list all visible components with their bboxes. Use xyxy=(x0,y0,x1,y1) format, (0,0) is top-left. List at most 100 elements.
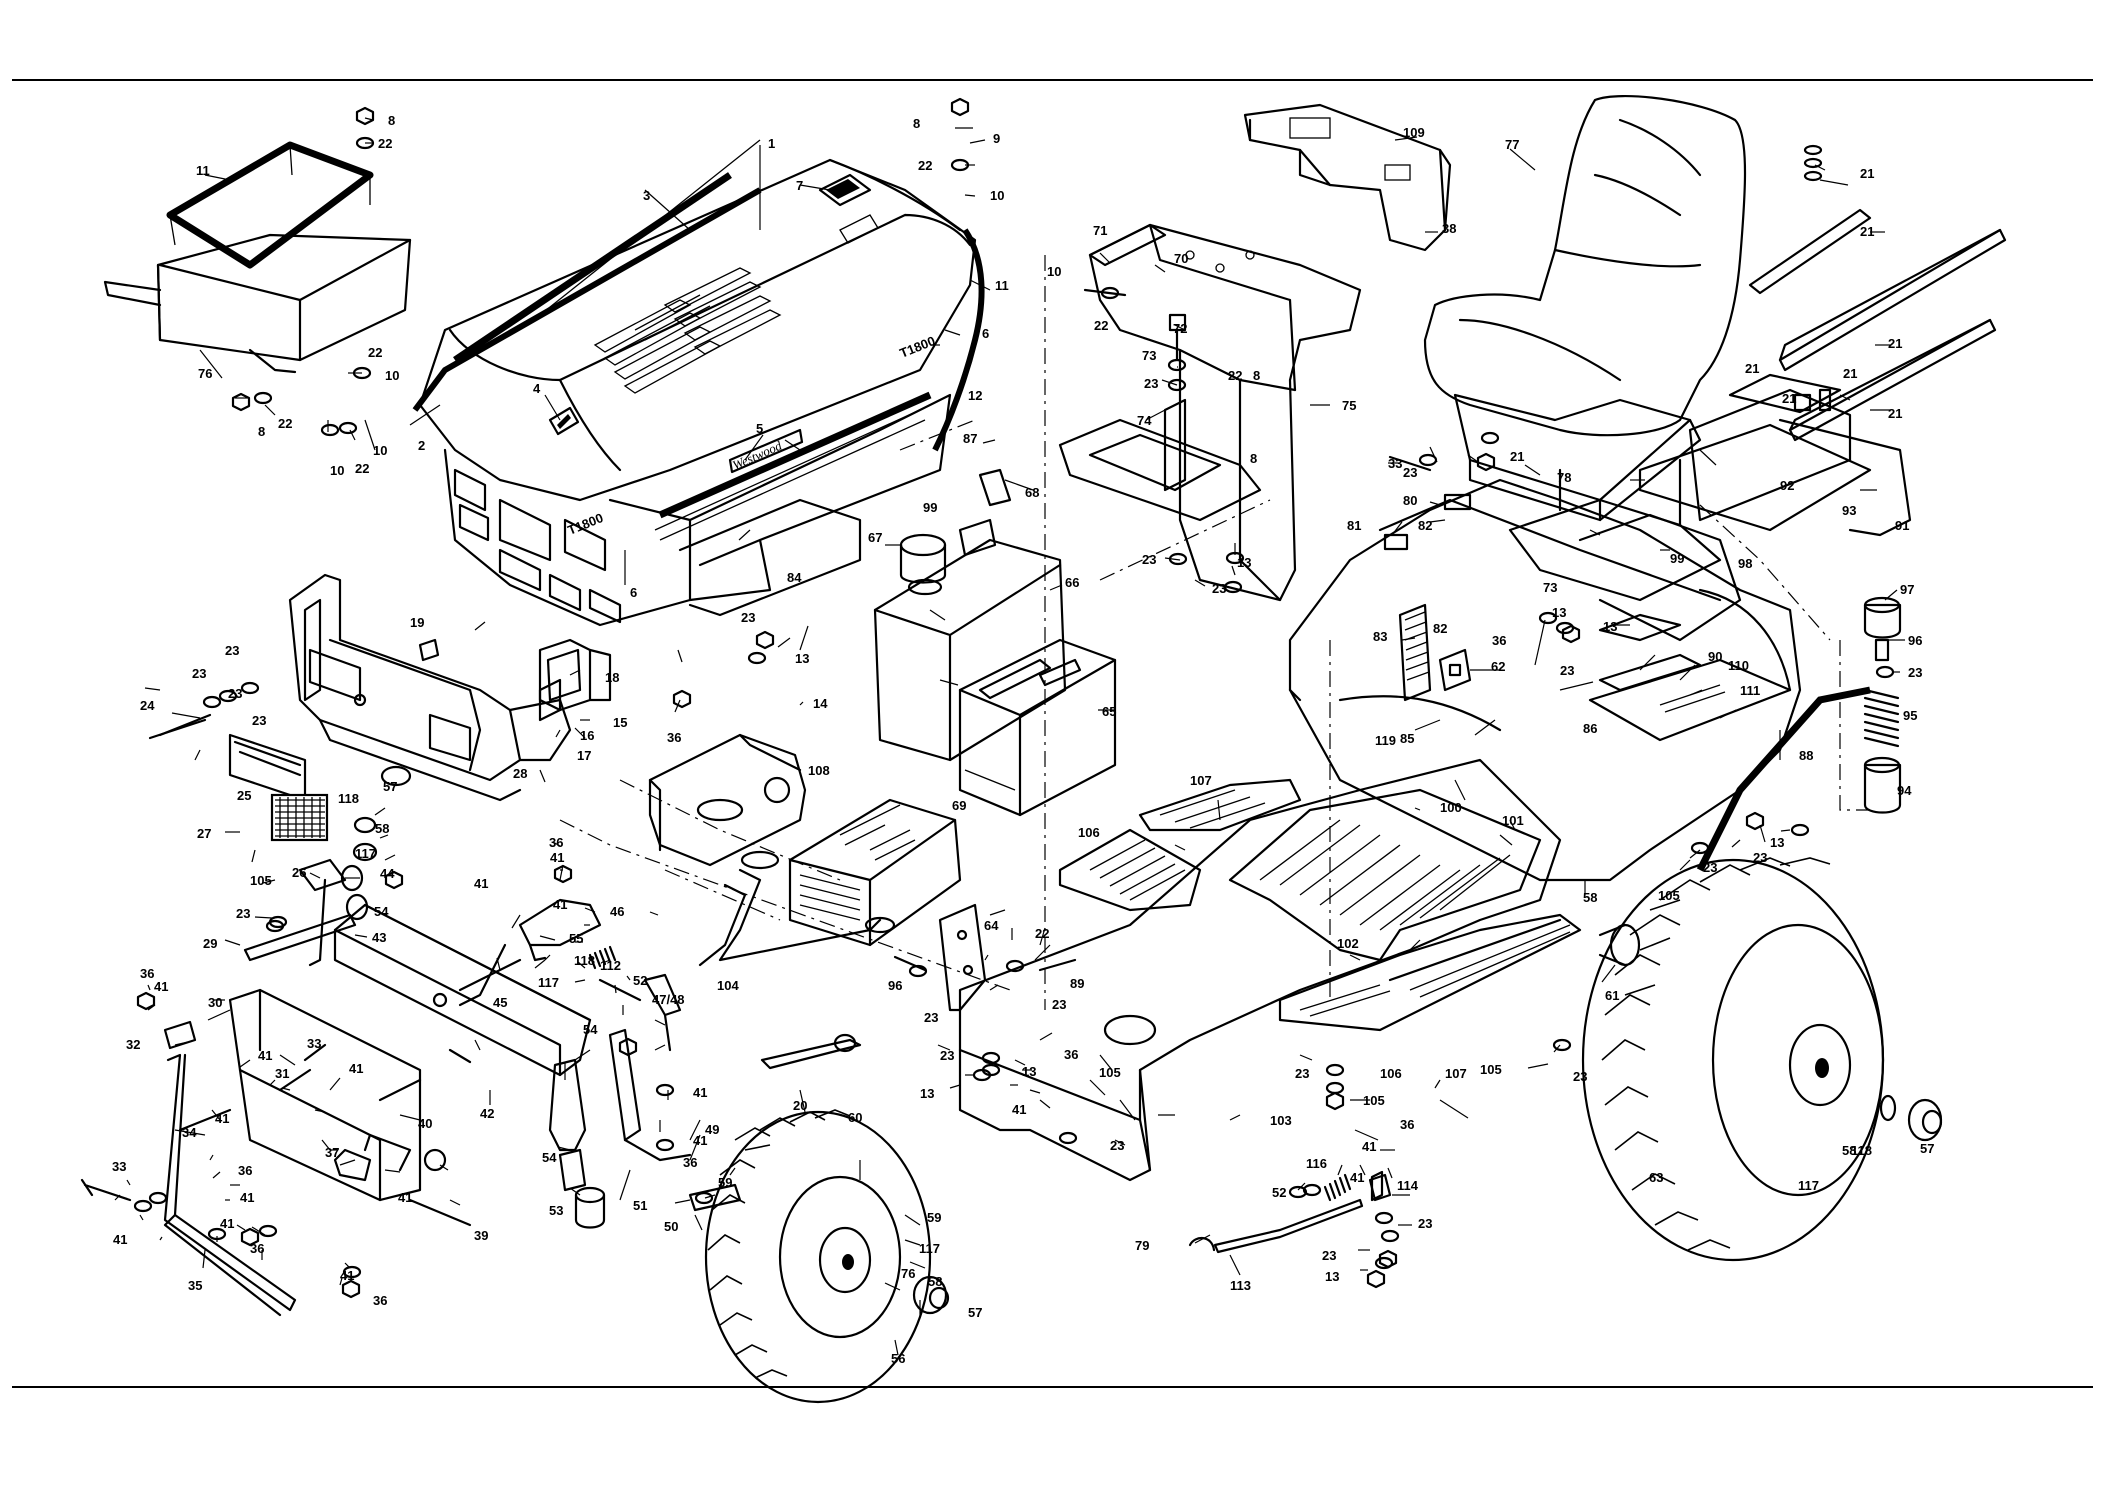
part-number: 23 xyxy=(1212,581,1226,596)
part-number: 33 xyxy=(1388,456,1402,471)
part-number: 82 xyxy=(1418,518,1432,533)
part-number: 96 xyxy=(1908,633,1922,648)
part-number: 26 xyxy=(292,865,306,880)
part-number: 59 xyxy=(718,1175,732,1190)
part-number: 96 xyxy=(888,978,902,993)
seat-assembly xyxy=(1423,95,1747,522)
seat-rail-assembly xyxy=(1638,144,2007,537)
part-number: 22 xyxy=(1035,926,1049,941)
part-number: 23 xyxy=(1703,860,1717,875)
part-number: 67 xyxy=(868,530,882,545)
part-number: 105 xyxy=(1480,1062,1502,1077)
part-number: 88 xyxy=(1799,748,1813,763)
part-number: 21 xyxy=(1745,361,1759,376)
hardware xyxy=(133,97,1943,1315)
part-number: 13 xyxy=(1237,555,1251,570)
part-number: 118 xyxy=(338,791,359,806)
part-number: 41 xyxy=(1012,1102,1026,1117)
part-number: 22 xyxy=(368,345,382,360)
hopper-assembly xyxy=(103,141,412,374)
rear-spring-assembly xyxy=(1863,596,1902,814)
part-number: 14 xyxy=(813,696,828,711)
part-number: 23 xyxy=(1295,1066,1309,1081)
part-number: 1 xyxy=(768,136,775,151)
part-number: 11 xyxy=(196,163,210,178)
part-number: 73 xyxy=(1543,580,1557,595)
part-number: 36 xyxy=(1400,1117,1414,1132)
part-number: 31 xyxy=(275,1066,289,1081)
part-number: 72 xyxy=(1173,321,1187,336)
part-number: 20 xyxy=(793,1098,807,1113)
part-number: 59 xyxy=(927,1210,941,1225)
part-number: 112 xyxy=(600,958,621,973)
part-number: 43 xyxy=(372,930,386,945)
part-number: 116 xyxy=(1306,1156,1327,1171)
part-number: 40 xyxy=(418,1116,432,1131)
part-number: 41 xyxy=(693,1133,707,1148)
part-number: 23 xyxy=(1573,1069,1587,1084)
part-number: 52 xyxy=(1272,1185,1286,1200)
part-number: 23 xyxy=(252,713,266,728)
part-number: 80 xyxy=(1403,493,1417,508)
part-number: 28 xyxy=(513,766,527,781)
part-number: 49 xyxy=(705,1122,719,1137)
part-number: 75 xyxy=(1342,398,1356,413)
part-number: 114 xyxy=(1397,1178,1419,1193)
part-number: 41 xyxy=(693,1085,707,1100)
part-number: 54 xyxy=(374,904,389,919)
part-number: 66 xyxy=(1065,575,1079,590)
part-number: 50 xyxy=(664,1219,678,1234)
part-number: 58 xyxy=(928,1274,942,1289)
part-number: 27 xyxy=(197,826,211,841)
part-number: 57 xyxy=(968,1305,982,1320)
part-number: 23 xyxy=(1142,552,1156,567)
part-number: 84 xyxy=(787,570,802,585)
part-number: 57 xyxy=(383,779,397,794)
part-number: 13 xyxy=(1552,605,1566,620)
model-badge-side: T1800 xyxy=(898,333,938,361)
part-number: 21 xyxy=(1888,336,1902,351)
part-number: 13 xyxy=(920,1086,934,1101)
part-number: 109 xyxy=(1403,125,1425,140)
part-number: 8 xyxy=(388,113,395,128)
part-number: 16 xyxy=(580,728,594,743)
part-number: 29 xyxy=(203,936,217,951)
part-number: 98 xyxy=(1738,556,1752,571)
part-number: 36 xyxy=(140,966,154,981)
part-number: 21 xyxy=(1888,406,1902,421)
part-number: 23 xyxy=(1052,997,1066,1012)
part-number: 93 xyxy=(1842,503,1856,518)
part-number: 13 xyxy=(1603,619,1617,634)
part-number: 61 xyxy=(1605,988,1619,1003)
part-number: 9 xyxy=(993,131,1000,146)
part-number: 21 xyxy=(1510,449,1524,464)
assembly-guide-lines xyxy=(559,255,1870,1010)
muffler-assembly xyxy=(648,733,987,1012)
part-number: 35 xyxy=(188,1278,202,1293)
part-number: 74 xyxy=(1137,413,1152,428)
part-number: 100 xyxy=(1440,800,1462,815)
part-number: 58 xyxy=(1583,890,1597,905)
part-number: 23 xyxy=(1322,1248,1336,1263)
part-number: 22 xyxy=(918,158,932,173)
part-number: 53 xyxy=(549,1203,563,1218)
part-number: 10 xyxy=(1047,264,1061,279)
part-number: 107 xyxy=(1445,1066,1467,1081)
part-number: 13 xyxy=(795,651,809,666)
part-number: 54 xyxy=(583,1022,598,1037)
part-number: 23 xyxy=(1144,376,1158,391)
part-number: 41 xyxy=(1350,1170,1364,1185)
part-number: 33 xyxy=(307,1036,321,1051)
part-number: 17 xyxy=(577,748,591,763)
part-number: 7 xyxy=(796,178,803,193)
part-number: 63 xyxy=(1649,1170,1663,1185)
part-number: 41 xyxy=(113,1232,127,1247)
part-number: 22 xyxy=(355,461,369,476)
part-number-labels: 1 2 3 4 5 6 6 7 8 8 8 8 9 10 10 10 10 11… xyxy=(112,113,1934,1366)
part-number: 73 xyxy=(1142,348,1156,363)
part-number: 58 xyxy=(1842,1143,1856,1158)
part-number: 105 xyxy=(1363,1093,1385,1108)
part-number: 41 xyxy=(215,1111,229,1126)
chassis-assembly xyxy=(958,758,1641,1182)
